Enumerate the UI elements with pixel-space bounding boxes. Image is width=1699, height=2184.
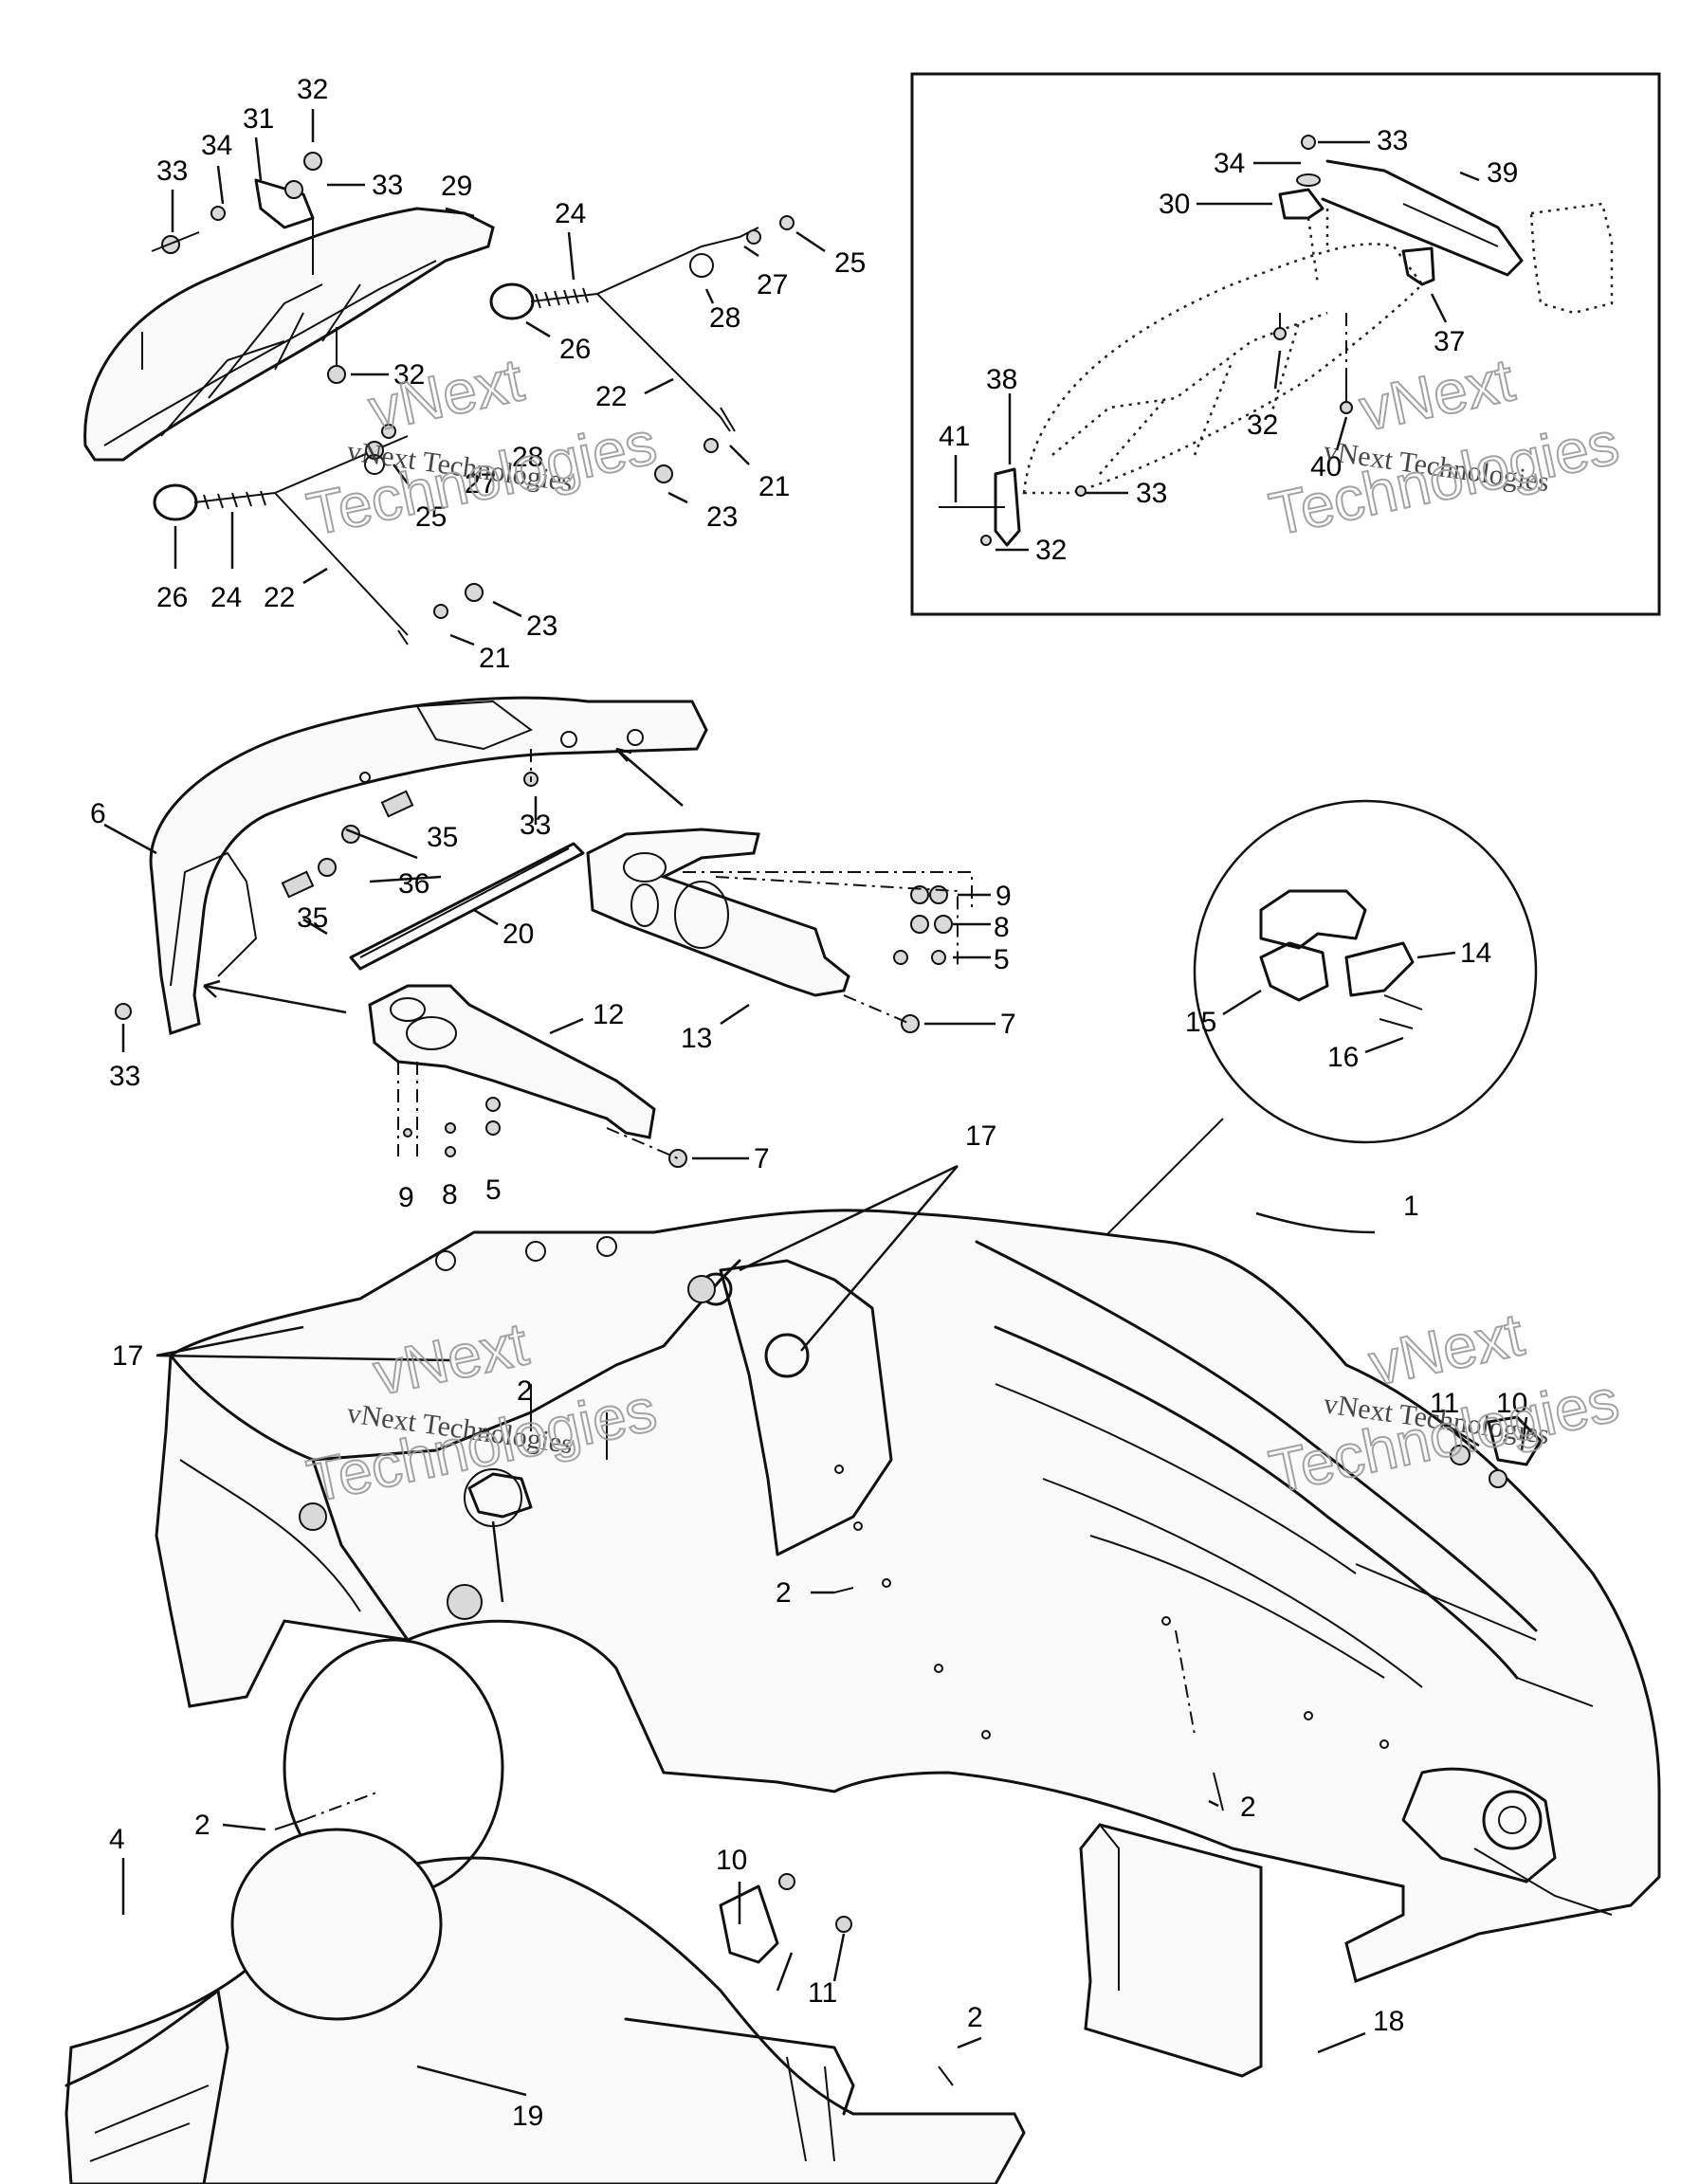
callout-33: 33 [520,810,551,841]
callout-26: 26 [156,582,188,613]
callout-33: 33 [372,170,403,201]
callout-2: 2 [967,2002,983,2033]
callout-28: 28 [512,442,543,473]
callout-21: 21 [479,643,510,674]
watermark-brand: Technologies [301,409,662,549]
callout-40: 40 [1310,451,1342,482]
callout-5: 5 [994,944,1010,975]
callout-17: 17 [112,1340,143,1372]
callout-33: 33 [109,1061,140,1092]
callout-35: 35 [427,822,458,853]
watermark-2: vNext vNext Technologies Technologies [1263,344,1625,549]
callout-6: 6 [90,798,106,829]
callout-34: 34 [201,130,232,161]
callout-23: 23 [526,610,557,642]
callout-21: 21 [758,471,790,502]
front-bumper-assembly [83,109,826,646]
callout-2: 2 [194,1810,210,1841]
callout-38: 38 [986,364,1017,395]
callout-32: 32 [1035,535,1067,566]
callout-7: 7 [754,1143,770,1174]
callout-27: 27 [757,269,788,300]
callout-23: 23 [706,501,738,533]
callout-34: 34 [1214,148,1245,179]
callout-8: 8 [442,1179,458,1210]
callout-labels: 33 34 30 39 37 32 40 33 38 41 32 32 31 3… [90,74,1527,2132]
callout-18: 18 [1373,2006,1404,2037]
main-hull [64,1164,1661,2184]
watermark-brand: vNext [1354,345,1520,444]
callout-2: 2 [1240,1792,1256,1823]
callout-22: 22 [264,582,295,613]
callout-1: 1 [1403,1191,1419,1222]
callout-39: 39 [1487,157,1518,189]
callout-8: 8 [994,912,1010,943]
callout-24: 24 [555,198,586,229]
callout-36: 36 [398,868,429,900]
callout-16: 16 [1327,1042,1359,1073]
callout-29: 29 [441,171,472,202]
callout-41: 41 [939,421,970,452]
callout-10: 10 [716,1845,747,1876]
callout-2: 2 [517,1375,533,1407]
callout-32: 32 [393,359,425,391]
watermark-brand: vNext [1363,1300,1529,1398]
callout-30: 30 [1159,189,1190,220]
callout-33: 33 [1377,125,1408,156]
callout-20: 20 [502,919,534,950]
inset-panel [910,72,1661,616]
callout-26: 26 [559,334,591,365]
rear-bumper-assembly [103,696,996,1168]
callout-32: 32 [297,74,328,105]
callout-5: 5 [485,1174,502,1206]
callout-22: 22 [595,381,627,412]
callout-32: 32 [1247,410,1278,441]
watermark-brand: vNext [363,345,529,444]
callout-14: 14 [1460,937,1491,969]
callout-31: 31 [243,103,274,135]
callout-11: 11 [808,1977,837,2009]
callout-17: 17 [965,1120,996,1152]
callout-35: 35 [297,902,328,934]
callout-19: 19 [512,2101,543,2132]
callout-37: 37 [1434,326,1465,357]
watermark-brand: Technologies [1264,409,1624,549]
callout-25: 25 [834,247,866,279]
callout-27: 27 [465,468,496,500]
callout-15: 15 [1185,1007,1216,1038]
callout-12: 12 [593,999,624,1030]
callout-33: 33 [156,155,188,187]
callout-25: 25 [415,501,447,533]
callout-28: 28 [709,302,740,334]
callout-9: 9 [398,1182,414,1213]
watermark-1: vNext vNext Technologies Technologies [301,344,663,549]
callout-7: 7 [1000,1009,1016,1040]
callout-33: 33 [1136,478,1167,509]
callout-9: 9 [996,881,1012,912]
callout-10: 10 [1496,1388,1527,1419]
callout-4: 4 [109,1824,125,1855]
callout-2: 2 [776,1577,792,1609]
callout-11: 11 [1430,1388,1459,1419]
callout-13: 13 [681,1023,712,1054]
callout-24: 24 [210,582,242,613]
